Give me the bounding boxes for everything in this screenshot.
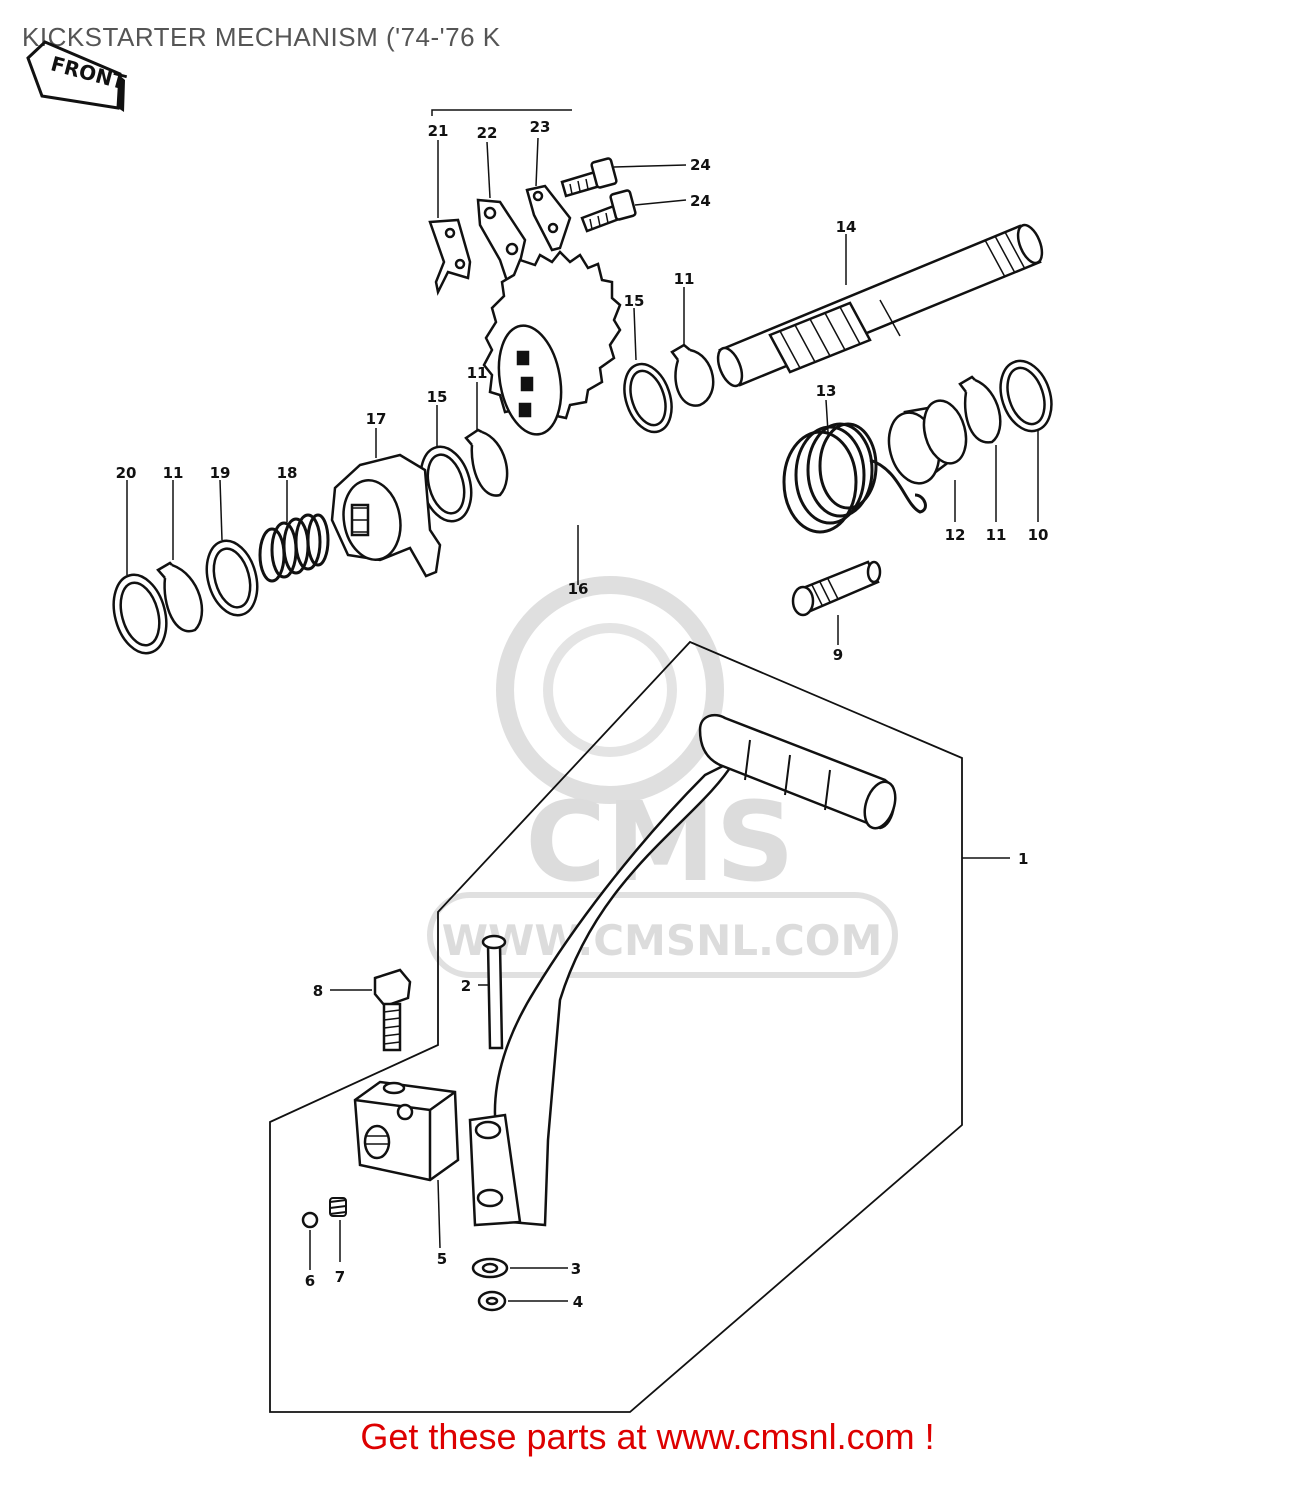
part-11-circlip-right <box>958 375 1002 444</box>
callout-13: 13 <box>816 382 837 400</box>
front-label: FRONT <box>48 51 128 94</box>
callout-numbers: 21 22 23 24 24 14 15 11 11 15 17 20 11 1… <box>116 118 1049 1311</box>
callout-7: 7 <box>335 1268 345 1286</box>
part-5-pedal-knuckle <box>353 1080 460 1182</box>
part-11-circlip-upper-right <box>670 343 715 407</box>
callout-11-center: 11 <box>467 364 488 382</box>
part-11-circlip-left <box>156 561 204 633</box>
callout-15-right: 15 <box>624 292 645 310</box>
callout-2: 2 <box>461 977 471 995</box>
part-23-lock-plate <box>525 184 572 252</box>
part-7-detent-spring <box>329 1197 347 1217</box>
callout-14: 14 <box>836 218 857 236</box>
front-direction-tag: FRONT <box>26 40 129 112</box>
callout-21: 21 <box>428 122 449 140</box>
part-6-detent-ball <box>301 1211 319 1229</box>
callout-11-right: 11 <box>986 526 1007 544</box>
part-17-ratchet <box>330 453 442 578</box>
part-14-kick-shaft <box>716 223 1044 388</box>
leader-lines <box>126 137 1039 1302</box>
part-18-spring <box>258 513 330 583</box>
part-20-washer <box>112 573 168 655</box>
part-13-return-spring <box>782 422 927 534</box>
part-21-lock-plate <box>428 218 472 296</box>
callout-12: 12 <box>945 526 966 544</box>
callout-17: 17 <box>366 410 387 428</box>
callout-11-upper: 11 <box>674 270 695 288</box>
callout-1: 1 <box>1018 850 1028 868</box>
callout-19: 19 <box>210 464 231 482</box>
callout-23: 23 <box>530 118 551 136</box>
callout-6: 6 <box>305 1272 315 1290</box>
callout-15-center: 15 <box>427 388 448 406</box>
part-15-washer-right <box>623 362 673 434</box>
part-11-circlip-center <box>464 428 509 497</box>
part-16-kick-gear <box>482 250 622 436</box>
callout-8: 8 <box>313 982 323 1000</box>
callout-5: 5 <box>437 1250 447 1268</box>
callout-4: 4 <box>573 1293 583 1311</box>
page-title: KICKSTARTER MECHANISM ('74-'76 K <box>22 22 501 52</box>
watermark-url: WWW.CMSNL.COM <box>442 916 883 965</box>
callout-3: 3 <box>571 1260 581 1278</box>
part-3-washer <box>471 1257 509 1279</box>
part-19-washer <box>205 539 259 617</box>
part-24-bolt-upper <box>560 157 618 198</box>
kick-pedal-group-outline <box>269 640 963 1413</box>
callout-9: 9 <box>833 646 843 664</box>
callout-22: 22 <box>477 124 498 142</box>
part-2-pivot-pin <box>481 934 507 1050</box>
callout-10: 10 <box>1028 526 1049 544</box>
callout-24-lower: 24 <box>690 192 711 210</box>
parts-link-banner[interactable]: Get these parts at www.cmsnl.com ! <box>360 1416 935 1457</box>
group-bracket-21-23 <box>431 109 572 116</box>
callout-18: 18 <box>277 464 298 482</box>
part-12-spring-guide <box>887 399 968 485</box>
callout-24-upper: 24 <box>690 156 711 174</box>
part-4-lock-washer <box>477 1290 507 1312</box>
callout-20: 20 <box>116 464 137 482</box>
part-1-kick-pedal <box>468 713 897 1227</box>
part-24-bolt-lower <box>580 189 637 233</box>
callout-11-left: 11 <box>163 464 184 482</box>
part-9-stopper-bolt <box>791 560 882 617</box>
callout-16: 16 <box>568 580 589 598</box>
part-8-pinch-bolt <box>373 968 412 1052</box>
part-10-washer <box>999 359 1053 433</box>
